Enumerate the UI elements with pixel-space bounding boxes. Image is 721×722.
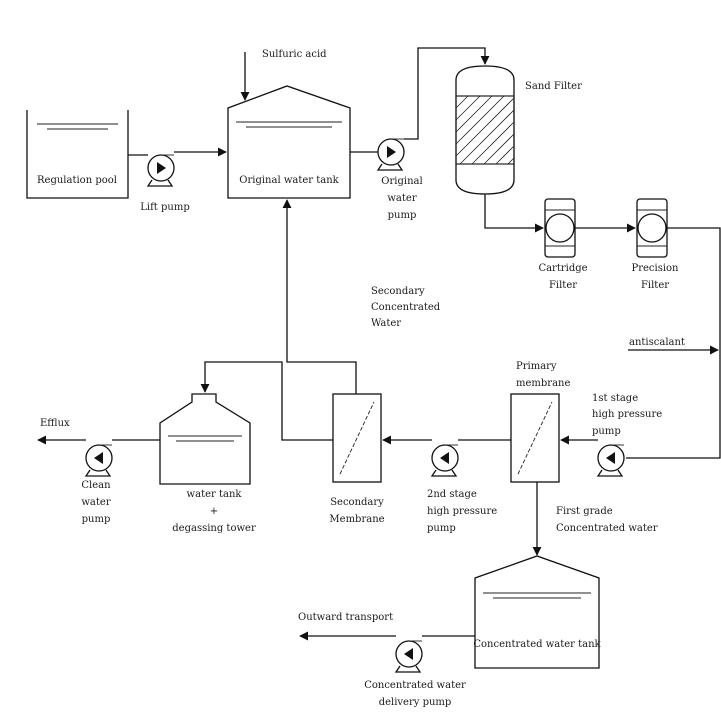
label-sulfuric-acid: Sulfuric acid [262, 49, 327, 60]
label-clean-water-pump-3: pump [82, 514, 111, 525]
label-cartridge-filter-2: Filter [549, 280, 577, 291]
label-secondary-concentrated-water-3: Water [371, 318, 401, 329]
label-primary-membrane-2: membrane [516, 378, 570, 389]
original-water-pump [376, 138, 405, 171]
primary-membrane [510, 393, 560, 483]
label-regulation-pool: Regulation pool [37, 175, 117, 186]
label-first-grade-concentrated-water-1: First grade [556, 506, 613, 517]
flow-lines [37, 47, 721, 641]
label-second-stage-pump-2: high pressure [427, 506, 497, 517]
label-original-water-pump-1: Original [381, 176, 422, 187]
label-first-stage-pump-3: pump [592, 426, 621, 437]
first-stage-high-pressure-pump [596, 444, 625, 477]
lift-pump [146, 154, 175, 187]
label-lift-pump: Lift pump [140, 202, 189, 213]
label-original-water-pump-2: water [387, 193, 416, 204]
water-tank-degassing-tower [159, 393, 251, 485]
clean-water-pump [84, 444, 113, 477]
sand-filter [455, 65, 515, 195]
label-secondary-membrane-1: Secondary [330, 497, 384, 508]
label-precision-filter-2: Filter [641, 280, 669, 291]
label-efflux: Efflux [40, 418, 70, 429]
label-secondary-membrane-2: Membrane [329, 514, 384, 525]
label-secondary-concentrated-water-2: Concentrated [371, 302, 441, 313]
label-delivery-pump-2: delivery pump [379, 697, 452, 708]
label-secondary-concentrated-water-1: Secondary [371, 286, 425, 297]
label-first-grade-concentrated-water-2: Concentrated water [556, 523, 658, 534]
regulation-pool [26, 110, 129, 199]
concentrated-water-tank [474, 555, 600, 669]
label-sand-filter: Sand Filter [525, 81, 582, 92]
second-stage-high-pressure-pump [430, 444, 459, 477]
label-outward-transport: Outward transport [298, 612, 393, 623]
label-clean-water-pump-2: water [81, 497, 110, 508]
label-original-water-tank: Original water tank [239, 175, 339, 186]
label-water-tank-2: + [210, 506, 218, 517]
label-water-tank-1: water tank [187, 489, 243, 500]
label-concentrated-water-tank: Concentrated water tank [473, 639, 601, 650]
label-cartridge-filter-1: Cartridge [538, 263, 587, 274]
label-water-tank-3: degassing tower [172, 523, 256, 534]
label-primary-membrane-1: Primary [516, 361, 557, 372]
label-original-water-pump-3: pump [388, 210, 417, 221]
secondary-membrane [332, 393, 382, 483]
label-second-stage-pump-1: 2nd stage [427, 489, 477, 500]
label-first-stage-pump-1: 1st stage [592, 393, 638, 404]
concentrated-water-delivery-pump [394, 640, 423, 673]
label-delivery-pump-1: Concentrated water [364, 680, 466, 691]
original-water-tank [227, 85, 351, 199]
label-precision-filter-1: Precision [631, 263, 679, 274]
label-antiscalant: antiscalant [629, 337, 685, 348]
label-second-stage-pump-3: pump [427, 523, 456, 534]
precision-filter [636, 198, 668, 258]
cartridge-filter [544, 198, 576, 258]
label-first-stage-pump-2: high pressure [592, 409, 662, 420]
label-clean-water-pump-1: Clean [81, 480, 111, 491]
